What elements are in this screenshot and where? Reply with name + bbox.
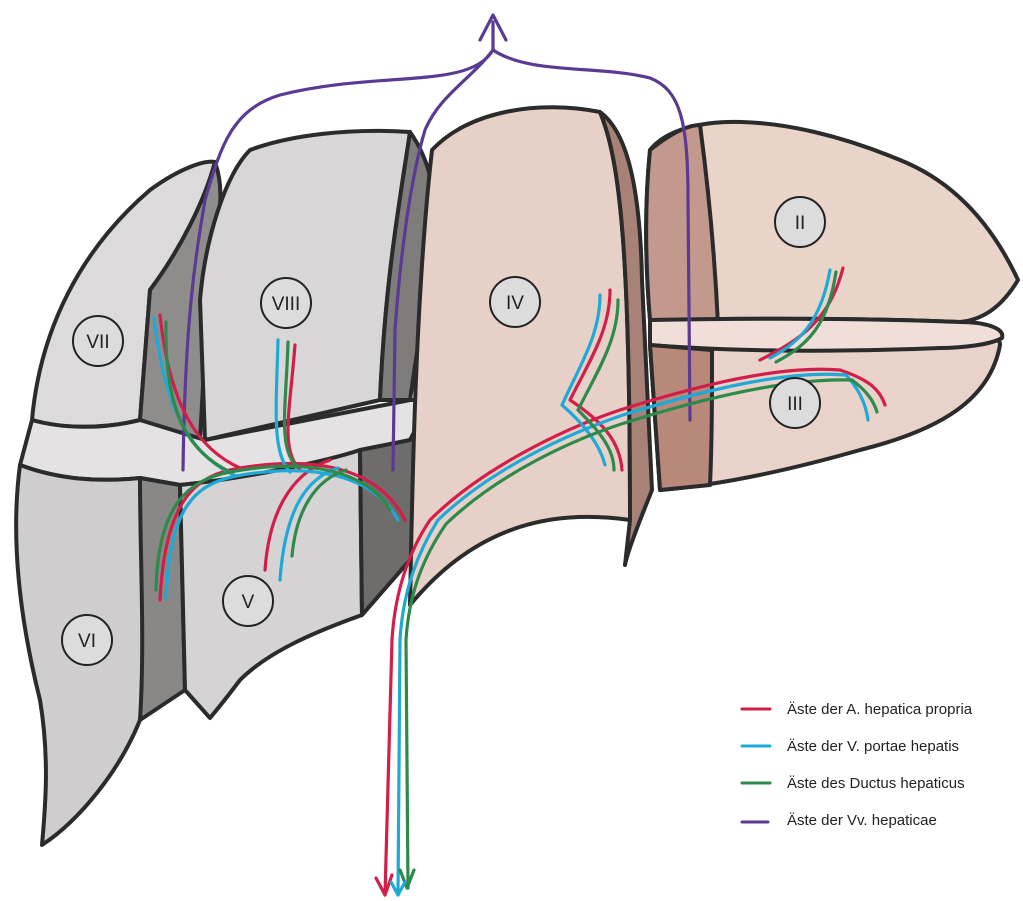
svg-text:Äste des Ductus hepaticus: Äste des Ductus hepaticus: [787, 775, 965, 792]
left-lobe: [410, 107, 1018, 605]
segment-iii-side: [650, 345, 712, 490]
svg-text:III: III: [787, 394, 803, 415]
legend: Äste der A. hepatica propria Äste der V.…: [742, 701, 973, 829]
legend-item-artery: Äste der A. hepatica propria: [742, 701, 973, 718]
svg-text:V: V: [242, 592, 255, 613]
segment-label-iv: IV: [490, 277, 540, 327]
svg-text:IV: IV: [506, 293, 524, 314]
segment-label-viii: VIII: [261, 278, 311, 328]
legend-item-bile-duct: Äste des Ductus hepaticus: [742, 775, 965, 792]
segment-label-vii: VII: [73, 316, 123, 366]
segment-label-v: V: [223, 576, 273, 626]
segment-label-vi: VI: [62, 615, 112, 665]
segment-iii-top: [650, 319, 1002, 351]
svg-text:VI: VI: [78, 631, 96, 652]
legend-item-hepatic-veins: Äste der Vv. hepaticae: [742, 812, 937, 829]
svg-text:Äste der Vv. hepaticae: Äste der Vv. hepaticae: [787, 812, 937, 829]
legend-item-portal-vein: Äste der V. portae hepatis: [742, 738, 959, 755]
svg-text:VIII: VIII: [272, 294, 301, 315]
svg-text:Äste der V. portae hepatis: Äste der V. portae hepatis: [787, 738, 959, 755]
segment-label-iii: III: [770, 378, 820, 428]
svg-text:Äste der A. hepatica propria: Äste der A. hepatica propria: [787, 701, 973, 718]
segment-label-ii: II: [775, 197, 825, 247]
svg-text:VII: VII: [86, 332, 109, 353]
svg-text:II: II: [795, 213, 806, 234]
segment-v-block: [180, 450, 362, 718]
